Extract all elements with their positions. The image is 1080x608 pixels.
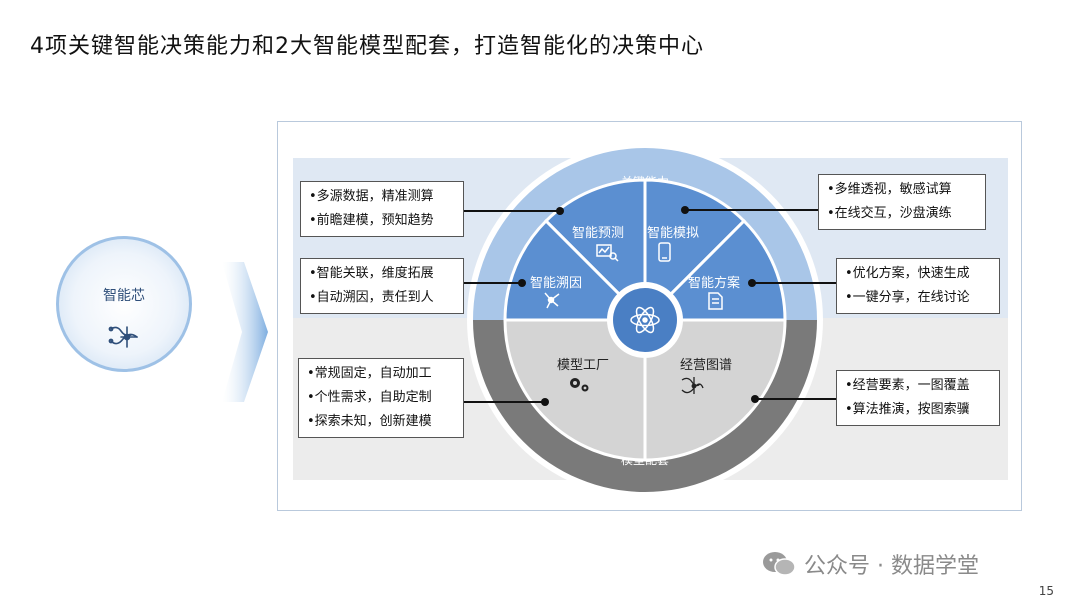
ring-top (473, 148, 817, 320)
document-icon (708, 292, 723, 310)
segment-model-factory (503, 318, 647, 462)
box-line: •算法推演，按图索骥 (845, 402, 970, 417)
segment-predict (543, 178, 647, 324)
box-line: •优化方案，快速生成 (845, 266, 970, 281)
box-line: •常规固定，自动加工 (307, 366, 432, 381)
label-predict: 智能预测 (572, 226, 624, 241)
page-number: 15 (1038, 584, 1054, 598)
box-line: •一键分享，在线讨论 (845, 290, 970, 305)
box-line: •自动溯因，责任到人 (309, 290, 434, 305)
label-trace: 智能溯因 (530, 275, 582, 291)
label-business-graph: 经营图谱 (680, 358, 732, 373)
box-top-right: •多维透视，敏感试算 •在线交互，沙盘演练 (818, 174, 986, 230)
box-line: •多维透视，敏感试算 (827, 182, 952, 197)
graph-circuit-icon (681, 377, 704, 394)
box-mid-left: •智能关联，维度拓展 •自动溯因，责任到人 (300, 258, 464, 314)
box-line: •前瞻建模，预知趋势 (309, 213, 434, 228)
box-line: •在线交互，沙盘演练 (827, 206, 952, 221)
phone-icon (658, 242, 671, 262)
box-line: •多源数据，精准测算 (309, 189, 434, 204)
box-line: •经营要素，一图覆盖 (845, 378, 970, 393)
watermark-text: 公众号 · 数据学堂 (804, 554, 979, 579)
box-line: •探索未知，创新建模 (307, 414, 432, 429)
chart-magnifier-icon (596, 244, 619, 262)
segment-trace (503, 218, 649, 322)
flow-arrow (222, 262, 268, 402)
network-node-icon (544, 292, 560, 309)
box-line: •个性需求，自助定制 (307, 390, 432, 405)
label-simulate: 智能模拟 (647, 226, 699, 241)
box-line: •智能关联，维度拓展 (309, 266, 434, 281)
segment-business-graph (643, 318, 787, 462)
segment-plan (641, 218, 787, 322)
segment-simulate (643, 178, 747, 324)
box-top-left: •多源数据，精准测算 •前瞻建模，预知趋势 (300, 181, 464, 237)
ring-bottom (473, 320, 817, 492)
atom-icon (630, 306, 660, 334)
label-model-factory: 模型工厂 (557, 358, 609, 373)
box-bottom-right: •经营要素，一图覆盖 •算法推演，按图索骥 (836, 370, 1000, 426)
chip-circle: 智能芯 (56, 236, 192, 372)
chip-circuit-icon (108, 326, 138, 348)
page-title: 4项关键智能决策能力和2大智能模型配套，打造智能化的决策中心 (30, 34, 704, 59)
wechat-icon (763, 552, 796, 576)
label-plan: 智能方案 (688, 275, 740, 291)
box-mid-right: •优化方案，快速生成 •一键分享，在线讨论 (836, 258, 1000, 314)
watermark: 公众号 · 数据学堂 (762, 548, 979, 580)
chip-label: 智能芯 (103, 288, 145, 304)
gears-icon (570, 378, 589, 392)
box-bottom-left: •常规固定，自动加工 •个性需求，自助定制 •探索未知，创新建模 (298, 358, 464, 438)
